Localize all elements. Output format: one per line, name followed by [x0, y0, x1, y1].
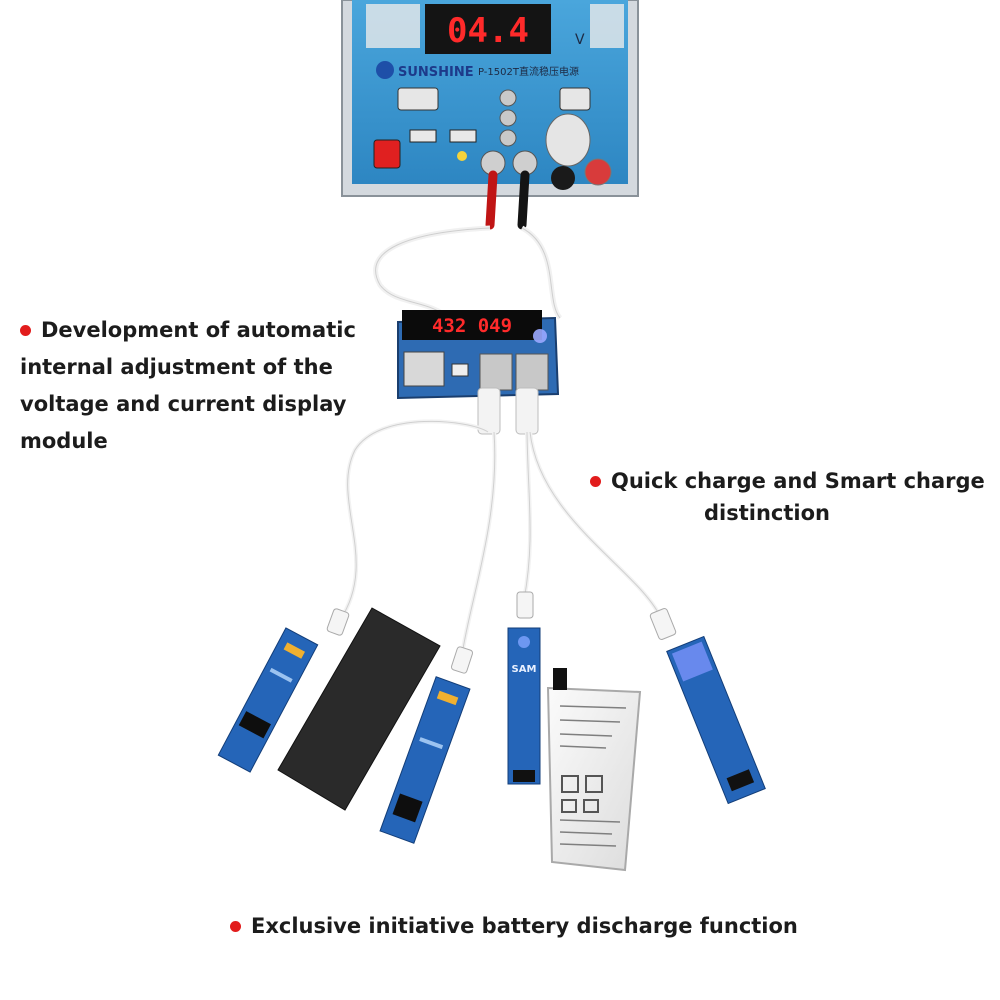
module-led-icon: [533, 329, 547, 343]
output-terminal: [584, 158, 612, 186]
charging-board: [666, 635, 766, 805]
psu-voltage-readout: 04.4: [447, 11, 529, 51]
caption-line: distinction: [704, 501, 830, 525]
psu-brand: SUNSHINE: [398, 65, 474, 80]
bullet-dot-icon: [230, 921, 241, 932]
caption-quick-charge: Quick charge and Smart charge distinctio…: [590, 465, 990, 529]
caption-line: internal adjustment of the: [20, 355, 333, 379]
sam-label: SAM: [512, 664, 537, 675]
caption-line: voltage and current display: [20, 392, 347, 416]
board-led-icon: [518, 636, 530, 648]
display-module: 432 049: [397, 310, 560, 400]
bullet-dot-icon: [590, 476, 601, 487]
module-readout: 432 049: [432, 315, 512, 337]
phone-battery: [546, 668, 642, 872]
caption-development: Development of automatic internal adjust…: [20, 312, 380, 460]
power-switch-icon: [373, 139, 401, 169]
psu-display: [425, 4, 551, 54]
caption-line: module: [20, 429, 108, 453]
card-battery: [277, 607, 441, 811]
black-lead: [517, 170, 530, 230]
red-lead: [485, 170, 498, 230]
psu-unit-label: V: [575, 32, 585, 48]
caption-line: Exclusive initiative battery discharge f…: [251, 914, 798, 938]
caption-line: Quick charge and Smart charge: [611, 469, 985, 493]
power-supply: 04.4 V SUNSHINE P-1502T直流稳压电源: [341, 0, 639, 197]
board-led-icon: [671, 641, 713, 682]
caption-exclusive: Exclusive initiative battery discharge f…: [230, 908, 850, 945]
caption-line: Development of automatic: [41, 318, 356, 342]
bullet-dot-icon: [20, 325, 31, 336]
output-terminal: [551, 166, 575, 190]
charging-board: [217, 627, 319, 773]
psu-model: P-1502T直流稳压电源: [478, 65, 579, 78]
charging-board-sam: SAM: [507, 627, 541, 785]
charging-board: [379, 676, 471, 844]
usb-port: [515, 353, 549, 391]
brand-logo-icon: [376, 61, 394, 79]
usb-port: [479, 353, 513, 391]
module-cables: [373, 225, 563, 320]
